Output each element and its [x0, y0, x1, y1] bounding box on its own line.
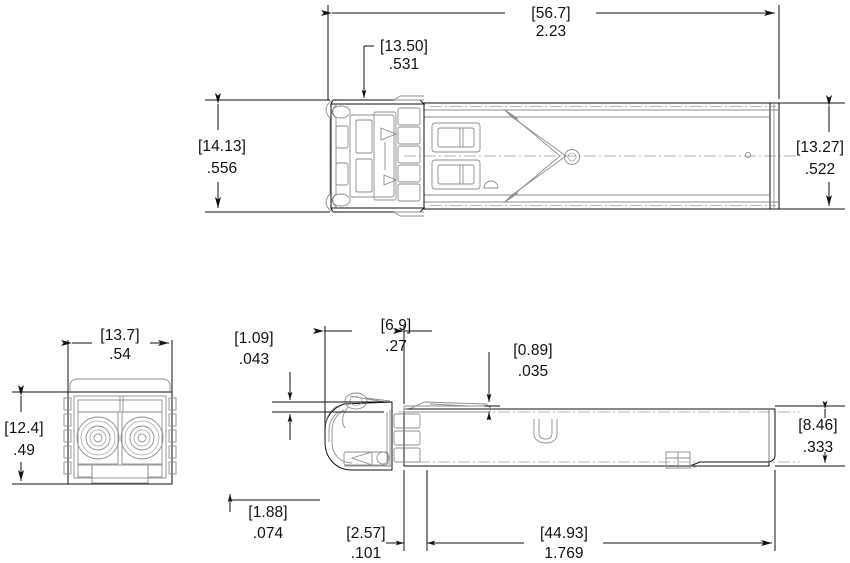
dimension-bail-top-clearance: [1.09] .043	[234, 330, 392, 440]
dim-body-width-rear-inch: .522	[805, 161, 836, 178]
retention-window-lower	[431, 159, 481, 190]
card-edge-slots	[393, 413, 421, 463]
dim-bail-top-clearance-mm: [1.09]	[234, 330, 273, 347]
retention-window-upper	[431, 122, 481, 153]
dim-body-height-rear-mm: [8.46]	[798, 417, 837, 434]
dim-overall-width-front-mm: [14.13]	[198, 138, 246, 155]
side-view-geometry	[324, 392, 800, 471]
dim-overall-length-inch: 2.23	[536, 23, 567, 40]
dim-edge-card-thickness-inch: .035	[518, 363, 549, 380]
emi-fingers	[63, 397, 177, 475]
dimension-edge-card-thickness: [0.89] .035	[484, 342, 553, 421]
dimension-latch-offset: [13.50] .531	[361, 38, 428, 99]
dim-front-face-offset-mm: [2.57]	[346, 525, 385, 542]
small-pin-hole	[744, 151, 752, 159]
dimension-body-width-rear: [13.27] .522	[775, 95, 845, 210]
dim-port-spacing-mm: [13.7]	[100, 327, 139, 344]
dim-latch-offset-inch: .531	[389, 56, 420, 73]
mounting-hole	[564, 149, 580, 165]
duplex-lc-port-right	[120, 411, 164, 465]
dimension-bail-depth: [6.9] .27	[313, 317, 432, 430]
dimension-front-face-offset: [2.57] .101	[346, 470, 445, 562]
dim-port-height-mm: [12.4]	[4, 420, 43, 437]
dim-body-length-rear-inch: 1.769	[544, 545, 583, 562]
dim-latch-offset-mm: [13.50]	[380, 38, 428, 55]
dim-overall-length-mm: [56.7]	[531, 5, 570, 22]
dim-overall-width-front-inch: .556	[207, 160, 238, 177]
dim-bail-bottom-clearance-mm: [1.88]	[248, 504, 287, 521]
index-mark	[483, 180, 499, 189]
dimension-body-length-rear: [44.93] 1.769	[431, 470, 776, 562]
dim-front-face-offset-inch: .101	[351, 545, 382, 562]
dim-edge-card-thickness-mm: [0.89]	[513, 342, 552, 359]
dimension-overall-length: [56.7] 2.23	[321, 5, 780, 100]
dim-body-width-rear-mm: [13.27]	[796, 139, 844, 156]
dimension-port-spacing-width: [13.7] .54	[61, 327, 173, 392]
dim-body-length-rear-mm: [44.93]	[540, 525, 588, 542]
bail-latch-assembly	[325, 95, 426, 217]
dim-bail-top-clearance-inch: .043	[239, 351, 270, 368]
top-view-geometry	[325, 95, 800, 217]
dim-bail-depth-mm: [6.9]	[381, 317, 412, 334]
dim-port-height-inch: .49	[13, 442, 35, 459]
dim-body-height-rear-inch: .333	[803, 439, 834, 456]
dimension-body-height-rear: [8.46] .333	[775, 400, 845, 467]
dim-bail-bottom-clearance-inch: .074	[253, 525, 284, 542]
bail-latch-side	[324, 392, 393, 471]
dim-port-spacing-inch: .54	[109, 346, 131, 363]
dimension-bail-bottom-clearance: [1.88] .074	[227, 493, 320, 542]
front-view-geometry	[63, 378, 177, 485]
duplex-lc-port-left	[76, 411, 120, 465]
dimension-overall-width-front: [14.13] .556	[198, 93, 330, 213]
latch-tab	[665, 451, 699, 469]
u-bracket-symbol	[533, 419, 558, 444]
dimension-port-height: [12.4] .49	[4, 385, 68, 485]
dim-bail-depth-inch: .27	[385, 338, 407, 355]
